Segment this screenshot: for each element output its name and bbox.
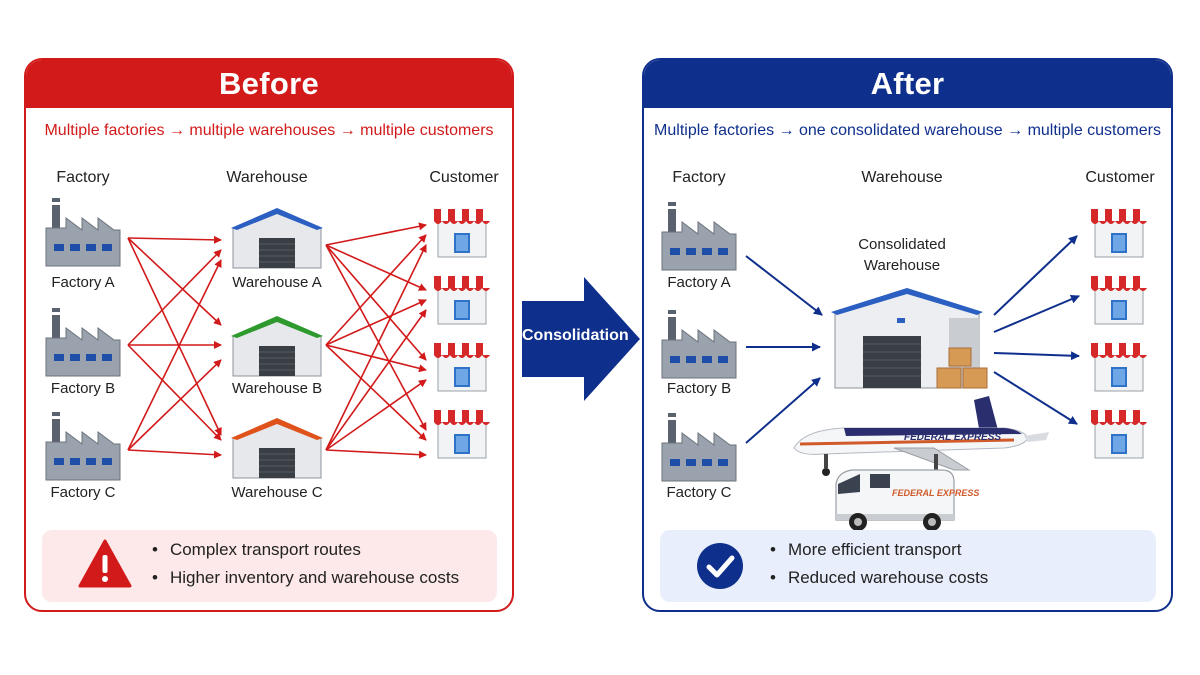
consolidation-label: Consolidation <box>522 327 629 344</box>
store-icon <box>1091 410 1147 459</box>
consolidated-warehouse-icon <box>831 288 988 389</box>
after-routes <box>745 235 1080 444</box>
after-factory-a-label: Factory A <box>667 274 731 291</box>
list-item: Reduced warehouse costs <box>770 564 988 592</box>
store-icon <box>434 410 490 459</box>
store-icon <box>1091 209 1147 258</box>
factory-icon <box>45 412 121 481</box>
after-subtitle: Multiple factories → one consolidated wa… <box>654 122 1161 139</box>
warning-icon <box>78 539 132 588</box>
before-panel: Before Multiple factories → multiple war… <box>24 58 514 612</box>
after-notes-list: More efficient transport Reduced warehou… <box>770 536 988 592</box>
store-icon <box>1091 276 1147 325</box>
after-notes-box: More efficient transport Reduced warehou… <box>660 530 1156 602</box>
before-warehouse-column-label: Warehouse <box>226 169 308 186</box>
check-circle-icon <box>697 543 743 589</box>
store-icon <box>434 209 490 258</box>
after-title: After <box>644 60 1171 108</box>
before-warehouse-c-label: Warehouse C <box>231 484 323 501</box>
van-livery-text: FEDERAL EXPRESS <box>892 488 979 498</box>
store-icon <box>1091 343 1147 392</box>
factory-icon <box>661 413 737 482</box>
warehouse-icon <box>231 208 323 269</box>
factory-icon <box>45 308 121 377</box>
store-icon <box>434 276 490 325</box>
after-factory-c-label: Factory C <box>666 484 732 501</box>
warehouse-icon <box>231 316 323 377</box>
right-arrow-icon <box>522 277 640 401</box>
before-factory-column-label: Factory <box>56 169 110 186</box>
consolidation-arrow: Consolidation <box>522 277 640 406</box>
consolidated-warehouse-label: Consolidated Warehouse <box>858 236 946 274</box>
after-factory-column-label: Factory <box>672 169 726 186</box>
after-customer-column-label: Customer <box>1085 169 1155 186</box>
airplane-icon: FEDERAL EXPRESS <box>793 396 1049 478</box>
plane-livery-text: FEDERAL EXPRESS <box>904 432 1001 443</box>
factory-icon <box>661 202 737 271</box>
before-factory-b-label: Factory B <box>50 380 116 397</box>
list-item: Higher inventory and warehouse costs <box>152 564 459 592</box>
before-notes-list: Complex transport routes Higher inventor… <box>152 536 459 592</box>
before-factory-a-label: Factory A <box>51 274 115 291</box>
before-warehouse-a-label: Warehouse A <box>232 274 322 291</box>
factory-icon <box>661 310 737 379</box>
factory-icon <box>45 198 121 267</box>
before-factory-c-label: Factory C <box>50 484 116 501</box>
list-item: Complex transport routes <box>152 536 459 564</box>
before-warehouse-b-label: Warehouse B <box>231 380 323 397</box>
van-icon: FEDERAL EXPRESS <box>835 469 979 531</box>
after-factory-b-label: Factory B <box>666 380 732 397</box>
before-title: Before <box>26 60 512 108</box>
before-routes <box>127 222 427 459</box>
after-panel: After Multiple factories → one consolida… <box>642 58 1173 612</box>
after-warehouse-column-label: Warehouse <box>861 169 943 186</box>
warehouse-icon <box>231 418 323 479</box>
store-icon <box>434 343 490 392</box>
before-notes-box: Complex transport routes Higher inventor… <box>42 530 497 602</box>
before-subtitle: Multiple factories → multiple warehouses… <box>44 122 494 139</box>
before-customer-column-label: Customer <box>429 169 499 186</box>
list-item: More efficient transport <box>770 536 988 564</box>
